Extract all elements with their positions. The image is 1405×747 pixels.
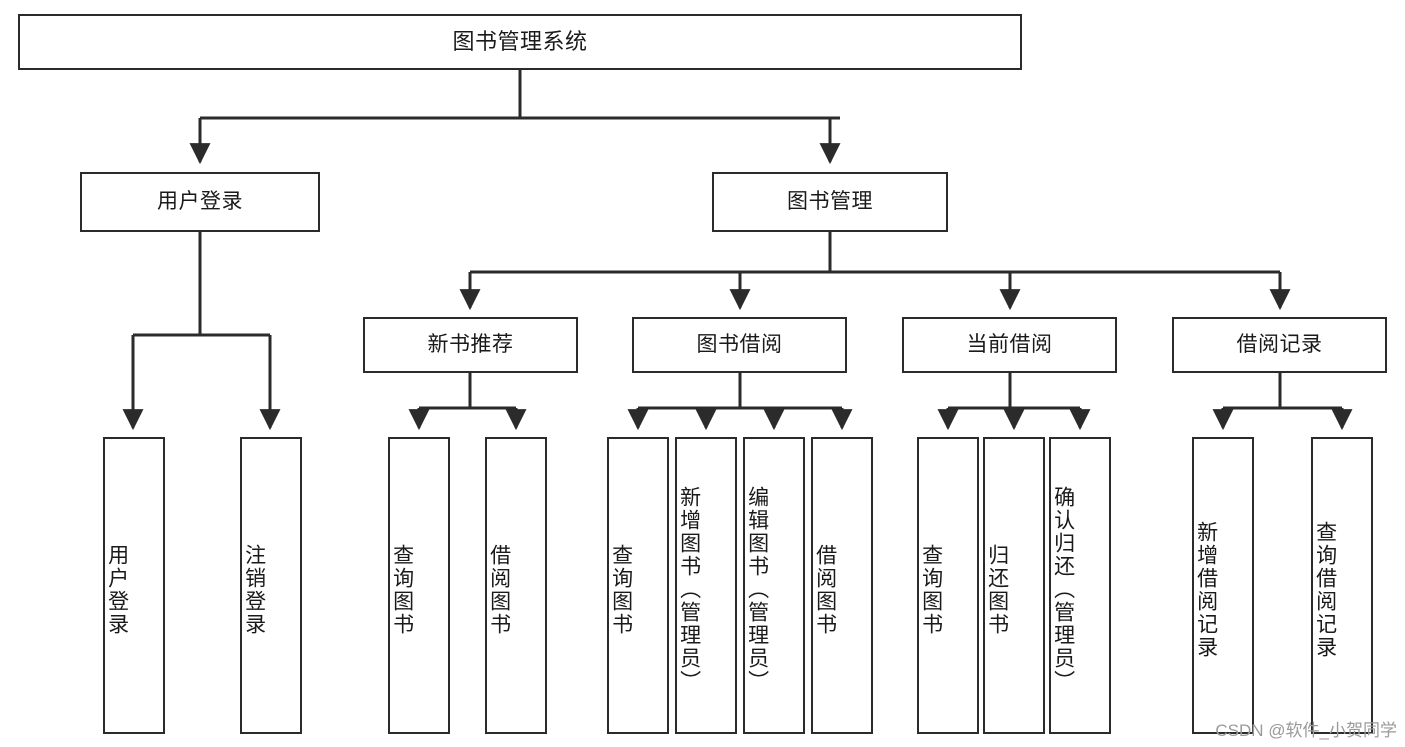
leaf-query-borrow-record-label: 查询借阅记录 — [1313, 520, 1337, 659]
node-user-login[interactable]: 用户登录 — [80, 172, 320, 232]
node-new-book-recommend[interactable]: 新书推荐 — [363, 317, 578, 373]
leaf-borrow-books-recommend[interactable]: 借阅图书 — [485, 437, 547, 734]
node-book-borrow[interactable]: 图书借阅 — [632, 317, 847, 373]
leaf-logout[interactable]: 注销登录 — [240, 437, 302, 734]
node-current-borrow[interactable]: 当前借阅 — [902, 317, 1117, 373]
node-root-label: 图书管理系统 — [452, 28, 588, 54]
leaf-query-borrow-record[interactable]: 查询借阅记录 — [1311, 437, 1373, 734]
leaf-query-books-current-label: 查询图书 — [919, 543, 943, 636]
leaf-confirm-return-admin-label: 确认归还（管理员） — [1051, 486, 1075, 693]
leaf-user-login-label: 用户登录 — [105, 543, 129, 636]
leaf-confirm-return-admin[interactable]: 确认归还（管理员） — [1049, 437, 1111, 734]
leaf-edit-book-admin[interactable]: 编辑图书（管理员） — [743, 437, 805, 734]
node-new-book-recommend-label: 新书推荐 — [427, 332, 514, 356]
node-book-management-label: 图书管理 — [787, 189, 873, 213]
leaf-logout-label: 注销登录 — [242, 543, 266, 636]
node-book-borrow-label: 图书借阅 — [696, 332, 783, 356]
leaf-borrow-books-recommend-label: 借阅图书 — [487, 543, 511, 636]
leaf-add-book-admin-label: 新增图书（管理员） — [677, 486, 701, 693]
leaf-query-books-borrow[interactable]: 查询图书 — [607, 437, 669, 734]
node-current-borrow-label: 当前借阅 — [966, 332, 1053, 356]
leaf-edit-book-admin-label: 编辑图书（管理员） — [745, 486, 769, 693]
leaf-borrow-books[interactable]: 借阅图书 — [811, 437, 873, 734]
csdn-watermark: CSDN @软件_小贺同学 — [1215, 721, 1397, 740]
leaf-query-books-current[interactable]: 查询图书 — [917, 437, 979, 734]
leaf-add-book-admin[interactable]: 新增图书（管理员） — [675, 437, 737, 734]
node-borrow-record[interactable]: 借阅记录 — [1172, 317, 1387, 373]
leaf-query-books-recommend-label: 查询图书 — [390, 543, 414, 636]
node-user-login-label: 用户登录 — [157, 189, 243, 213]
leaf-add-borrow-record[interactable]: 新增借阅记录 — [1192, 437, 1254, 734]
leaf-user-login[interactable]: 用户登录 — [103, 437, 165, 734]
node-borrow-record-label: 借阅记录 — [1236, 332, 1323, 356]
leaf-borrow-books-label: 借阅图书 — [813, 543, 837, 636]
node-root[interactable]: 图书管理系统 — [18, 14, 1022, 70]
leaf-return-books[interactable]: 归还图书 — [983, 437, 1045, 734]
leaf-return-books-label: 归还图书 — [985, 543, 1009, 636]
leaf-add-borrow-record-label: 新增借阅记录 — [1194, 520, 1218, 659]
leaf-query-books-borrow-label: 查询图书 — [609, 543, 633, 636]
node-book-management[interactable]: 图书管理 — [712, 172, 948, 232]
leaf-query-books-recommend[interactable]: 查询图书 — [388, 437, 450, 734]
